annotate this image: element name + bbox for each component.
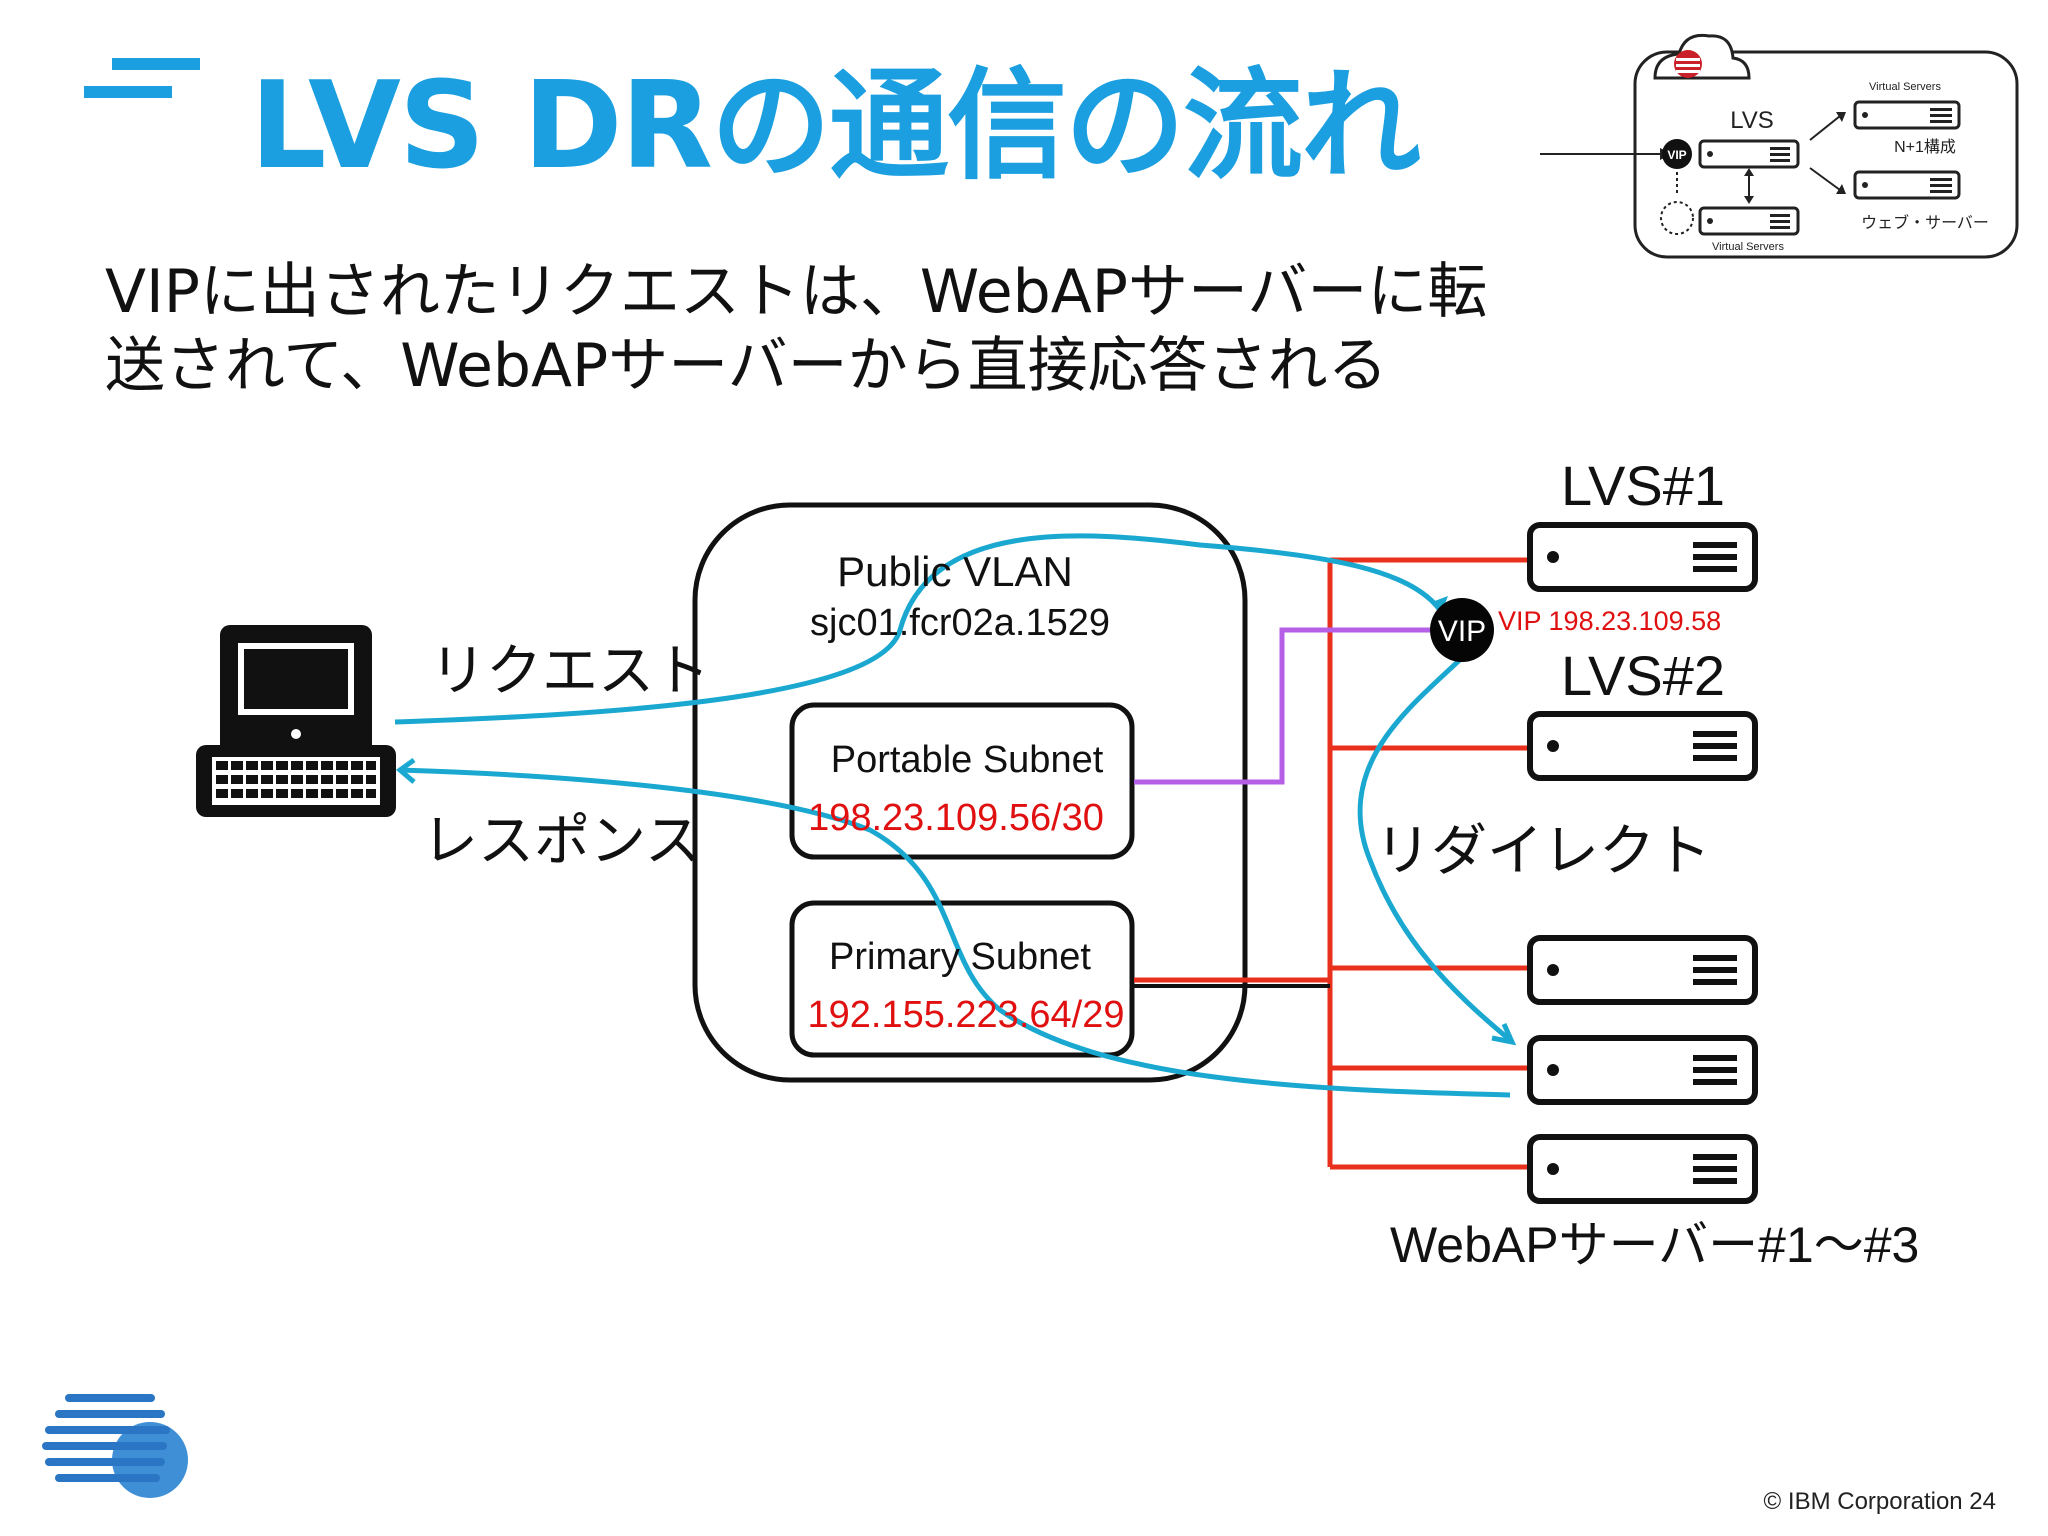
redirect-arrow xyxy=(1357,648,1512,1042)
inset-web-server-icon xyxy=(1853,170,1961,200)
redirect-label: リダイレクト xyxy=(1375,819,1711,884)
title-accent-icon xyxy=(84,58,200,98)
footer-copyright: © IBM Corporation 24 xyxy=(1763,1488,1996,1515)
inset-vip-label: VIP xyxy=(1667,148,1686,162)
lvs2-server-icon xyxy=(1527,711,1758,781)
request-arrow xyxy=(394,533,1442,725)
inset-lvs-server-icon xyxy=(1698,139,1800,169)
primary-subnet-cidr: 192.155.223.64/29 xyxy=(808,994,1125,1036)
ibm-cloud-logo-icon xyxy=(42,1394,188,1498)
webap1-server-icon xyxy=(1527,935,1758,1005)
response-label: レスポンス xyxy=(422,809,701,874)
inset-diagram xyxy=(1540,33,2019,259)
client-computer-icon xyxy=(196,625,396,817)
request-label: リクエスト xyxy=(430,639,710,704)
inset-web-server-icon xyxy=(1853,100,1961,130)
response-arrowhead-icon xyxy=(395,757,416,784)
inset-web-label: ウェブ・サーバー xyxy=(1861,213,1989,232)
portable-subnet-label: Portable Subnet xyxy=(831,739,1104,781)
redirect-arrowhead-icon xyxy=(1491,1022,1517,1046)
vip-address: VIP 198.23.109.58 xyxy=(1498,606,1721,636)
lvs1-server-icon xyxy=(1527,522,1758,592)
primary-subnet-label: Primary Subnet xyxy=(829,936,1091,978)
response-arrow xyxy=(399,767,1511,1098)
slide-title: LVS DRの通信の流れ xyxy=(250,57,1421,196)
inset-standby-server-icon xyxy=(1698,206,1800,236)
network-lines xyxy=(1134,557,1530,1170)
inset-lvs-label: LVS xyxy=(1730,107,1774,134)
cloud-icon xyxy=(1653,33,1751,80)
vip-badge-label: VIP xyxy=(1438,615,1486,648)
portable-subnet-cidr: 198.23.109.56/30 xyxy=(808,797,1104,839)
webap-servers-label: WebAPサーバー#1〜#3 xyxy=(1390,1217,1919,1273)
inset-bottom-label: Virtual Servers xyxy=(1712,241,1784,253)
webap2-server-icon xyxy=(1527,1035,1758,1105)
request-arrowhead-icon xyxy=(1432,596,1448,612)
slide-subtitle: VIPに出されたリクエストは、WebAPサーバーに転送されて、WebAPサーバー… xyxy=(105,257,1488,401)
vlan-id: sjc01.fcr02a.1529 xyxy=(810,602,1110,644)
portable-subnet-box xyxy=(789,702,1135,860)
inset-n1-label: N+1構成 xyxy=(1894,138,1956,156)
vip-link-line xyxy=(1134,627,1430,785)
inset-top-label: Virtual Servers xyxy=(1869,81,1941,93)
primary-subnet-box xyxy=(789,900,1135,1058)
webap3-server-icon xyxy=(1527,1134,1758,1204)
vlan-name: Public VLAN xyxy=(837,548,1073,595)
inset-vip-badge xyxy=(1662,139,1692,169)
lvs1-label: LVS#1 xyxy=(1561,454,1725,517)
lvs2-label: LVS#2 xyxy=(1561,644,1725,707)
vip-badge xyxy=(1430,598,1494,662)
